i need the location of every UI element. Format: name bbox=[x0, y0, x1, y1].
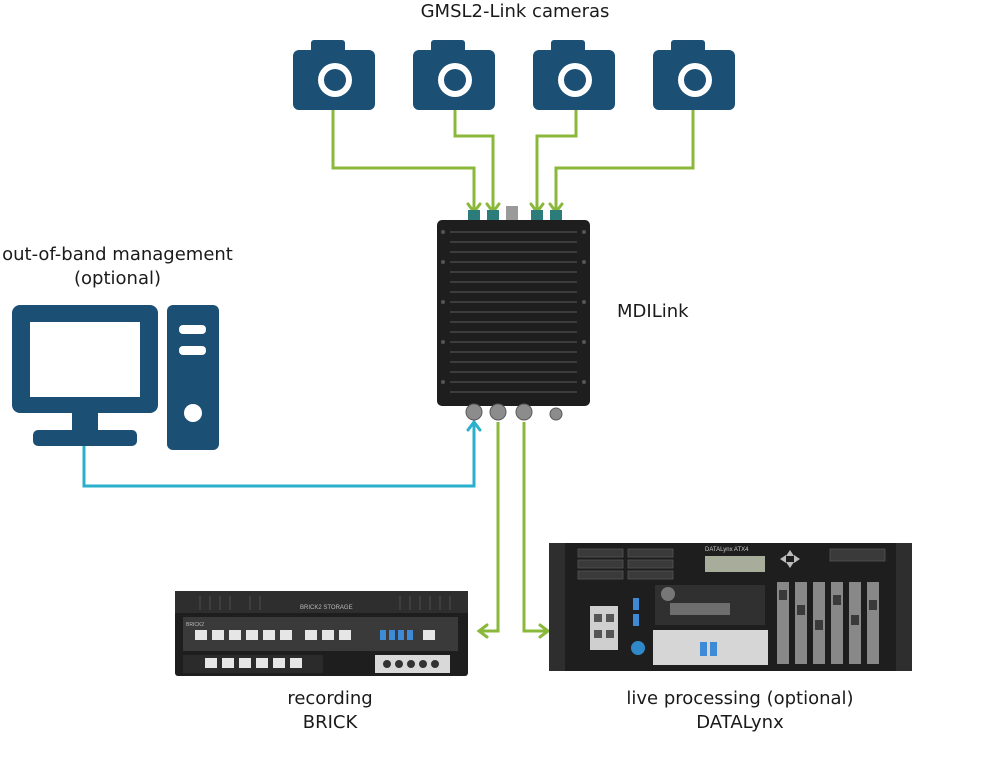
desktop-computer-icon bbox=[12, 305, 219, 450]
camera-icon-1 bbox=[293, 40, 375, 110]
mdilink-device bbox=[437, 206, 590, 421]
label-mgmt-line1: out-of-band management bbox=[2, 244, 233, 265]
label-mgmt-line2: (optional) bbox=[74, 268, 161, 289]
link-to-brick bbox=[479, 422, 500, 633]
brick-recorder: BRICK2 STORAGE BRICK2 bbox=[175, 591, 468, 676]
label-gmsl2-cameras: GMSL2-Link cameras bbox=[420, 1, 610, 22]
label-brick-line1: recording bbox=[287, 688, 373, 709]
label-datalynx-line1: live processing (optional) bbox=[626, 688, 854, 709]
gmsl-links bbox=[331, 110, 695, 212]
camera-icon-2 bbox=[413, 40, 495, 110]
gmsl-link-4 bbox=[554, 110, 695, 212]
output-arrowheads bbox=[476, 623, 551, 639]
mgmt-arrowhead bbox=[466, 419, 482, 432]
mgmt-link bbox=[82, 424, 476, 488]
gmsl-link-1 bbox=[331, 110, 476, 212]
camera-icon-3 bbox=[533, 40, 615, 110]
label-out-of-band-management: out-of-band management (optional) bbox=[0, 243, 235, 291]
label-mdilink: MDILink bbox=[617, 301, 689, 322]
camera-icon-4 bbox=[653, 40, 735, 110]
link-to-datalynx bbox=[522, 422, 547, 633]
datalynx-server: DATALynx ATX4 bbox=[549, 543, 912, 671]
label-recording-brick: recording BRICK bbox=[230, 687, 430, 735]
label-brick-line2: BRICK bbox=[302, 712, 358, 733]
label-datalynx-line2: DATALynx bbox=[696, 712, 784, 733]
gmsl-link-2 bbox=[453, 110, 495, 212]
output-links bbox=[479, 422, 547, 633]
label-live-processing-datalynx: live processing (optional) DATALynx bbox=[590, 687, 890, 735]
gmsl-link-3 bbox=[535, 110, 578, 212]
tower-icon bbox=[167, 305, 219, 450]
brick-badge-text: BRICK2 bbox=[186, 622, 204, 628]
datalynx-brand-text: DATALynx ATX4 bbox=[705, 547, 749, 553]
brick-front-text: BRICK2 STORAGE bbox=[300, 605, 353, 611]
